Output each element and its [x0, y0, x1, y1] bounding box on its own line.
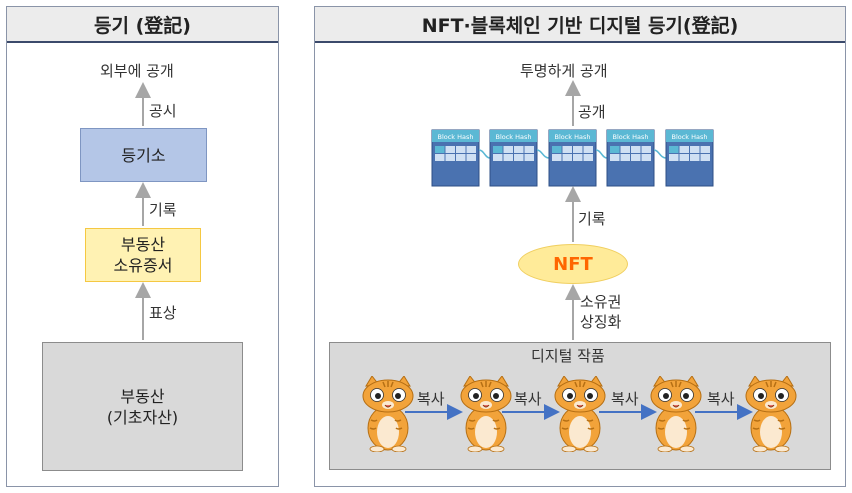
left-arrow-label-record: 기록	[149, 201, 177, 219]
right-top-text: 투명하게 공개	[520, 62, 608, 80]
right-panel-title: NFT·블록체인 기반 디지털 등기(登記)	[315, 7, 845, 43]
block-hash-label: Block Hash	[437, 133, 473, 141]
block-link	[653, 149, 667, 159]
block-hash-label: Block Hash	[554, 133, 590, 141]
block-3: Block Hash	[548, 129, 597, 187]
left-arrow-label-represent: 표상	[149, 304, 177, 322]
block-hash-label: Block Hash	[495, 133, 531, 141]
certificate-line1: 부동산	[120, 235, 166, 254]
nft-label: NFT	[553, 253, 593, 275]
block-5: Block Hash	[665, 129, 714, 187]
block-1: Block Hash	[431, 129, 480, 187]
copy-label-4: 복사	[707, 390, 735, 408]
digital-works-title: 디지털 작품	[531, 347, 605, 365]
registry-office-label: 등기소	[121, 145, 166, 165]
cat-image-3	[549, 376, 611, 452]
certificate-line2: 소유증서	[113, 256, 173, 275]
cat-image-4	[645, 376, 707, 452]
copy-label-3: 복사	[611, 390, 639, 408]
cat-image-5	[740, 376, 802, 452]
right-arrow-label-symbol-line2: 상징화	[580, 313, 622, 331]
block-2: Block Hash	[489, 129, 538, 187]
left-top-text: 외부에 공개	[100, 62, 174, 80]
block-link	[536, 149, 550, 159]
registry-office-box: 등기소	[80, 128, 207, 182]
copy-label-1: 복사	[417, 390, 445, 408]
cat-image-2	[455, 376, 517, 452]
block-hash-label: Block Hash	[612, 133, 648, 141]
right-arrow-label-disclose: 공개	[578, 103, 606, 121]
real-estate-box: 부동산 (기초자산)	[42, 342, 243, 471]
right-arrow-label-record: 기록	[578, 210, 606, 228]
left-panel-title: 등기 (登記)	[7, 7, 278, 43]
block-4: Block Hash	[606, 129, 655, 187]
real-estate-line1: 부동산	[120, 386, 165, 406]
certificate-box: 부동산 소유증서	[85, 228, 201, 282]
cat-image-1	[357, 376, 419, 452]
left-arrow-label-disclose: 공시	[149, 102, 177, 120]
copy-label-2: 복사	[514, 390, 542, 408]
right-arrow-label-symbol-line1: 소유권	[580, 293, 622, 311]
real-estate-line2: (기초자산)	[106, 407, 179, 427]
nft-ellipse: NFT	[518, 244, 628, 284]
block-link	[478, 149, 491, 159]
block-hash-label: Block Hash	[671, 133, 707, 141]
block-link	[595, 149, 608, 159]
